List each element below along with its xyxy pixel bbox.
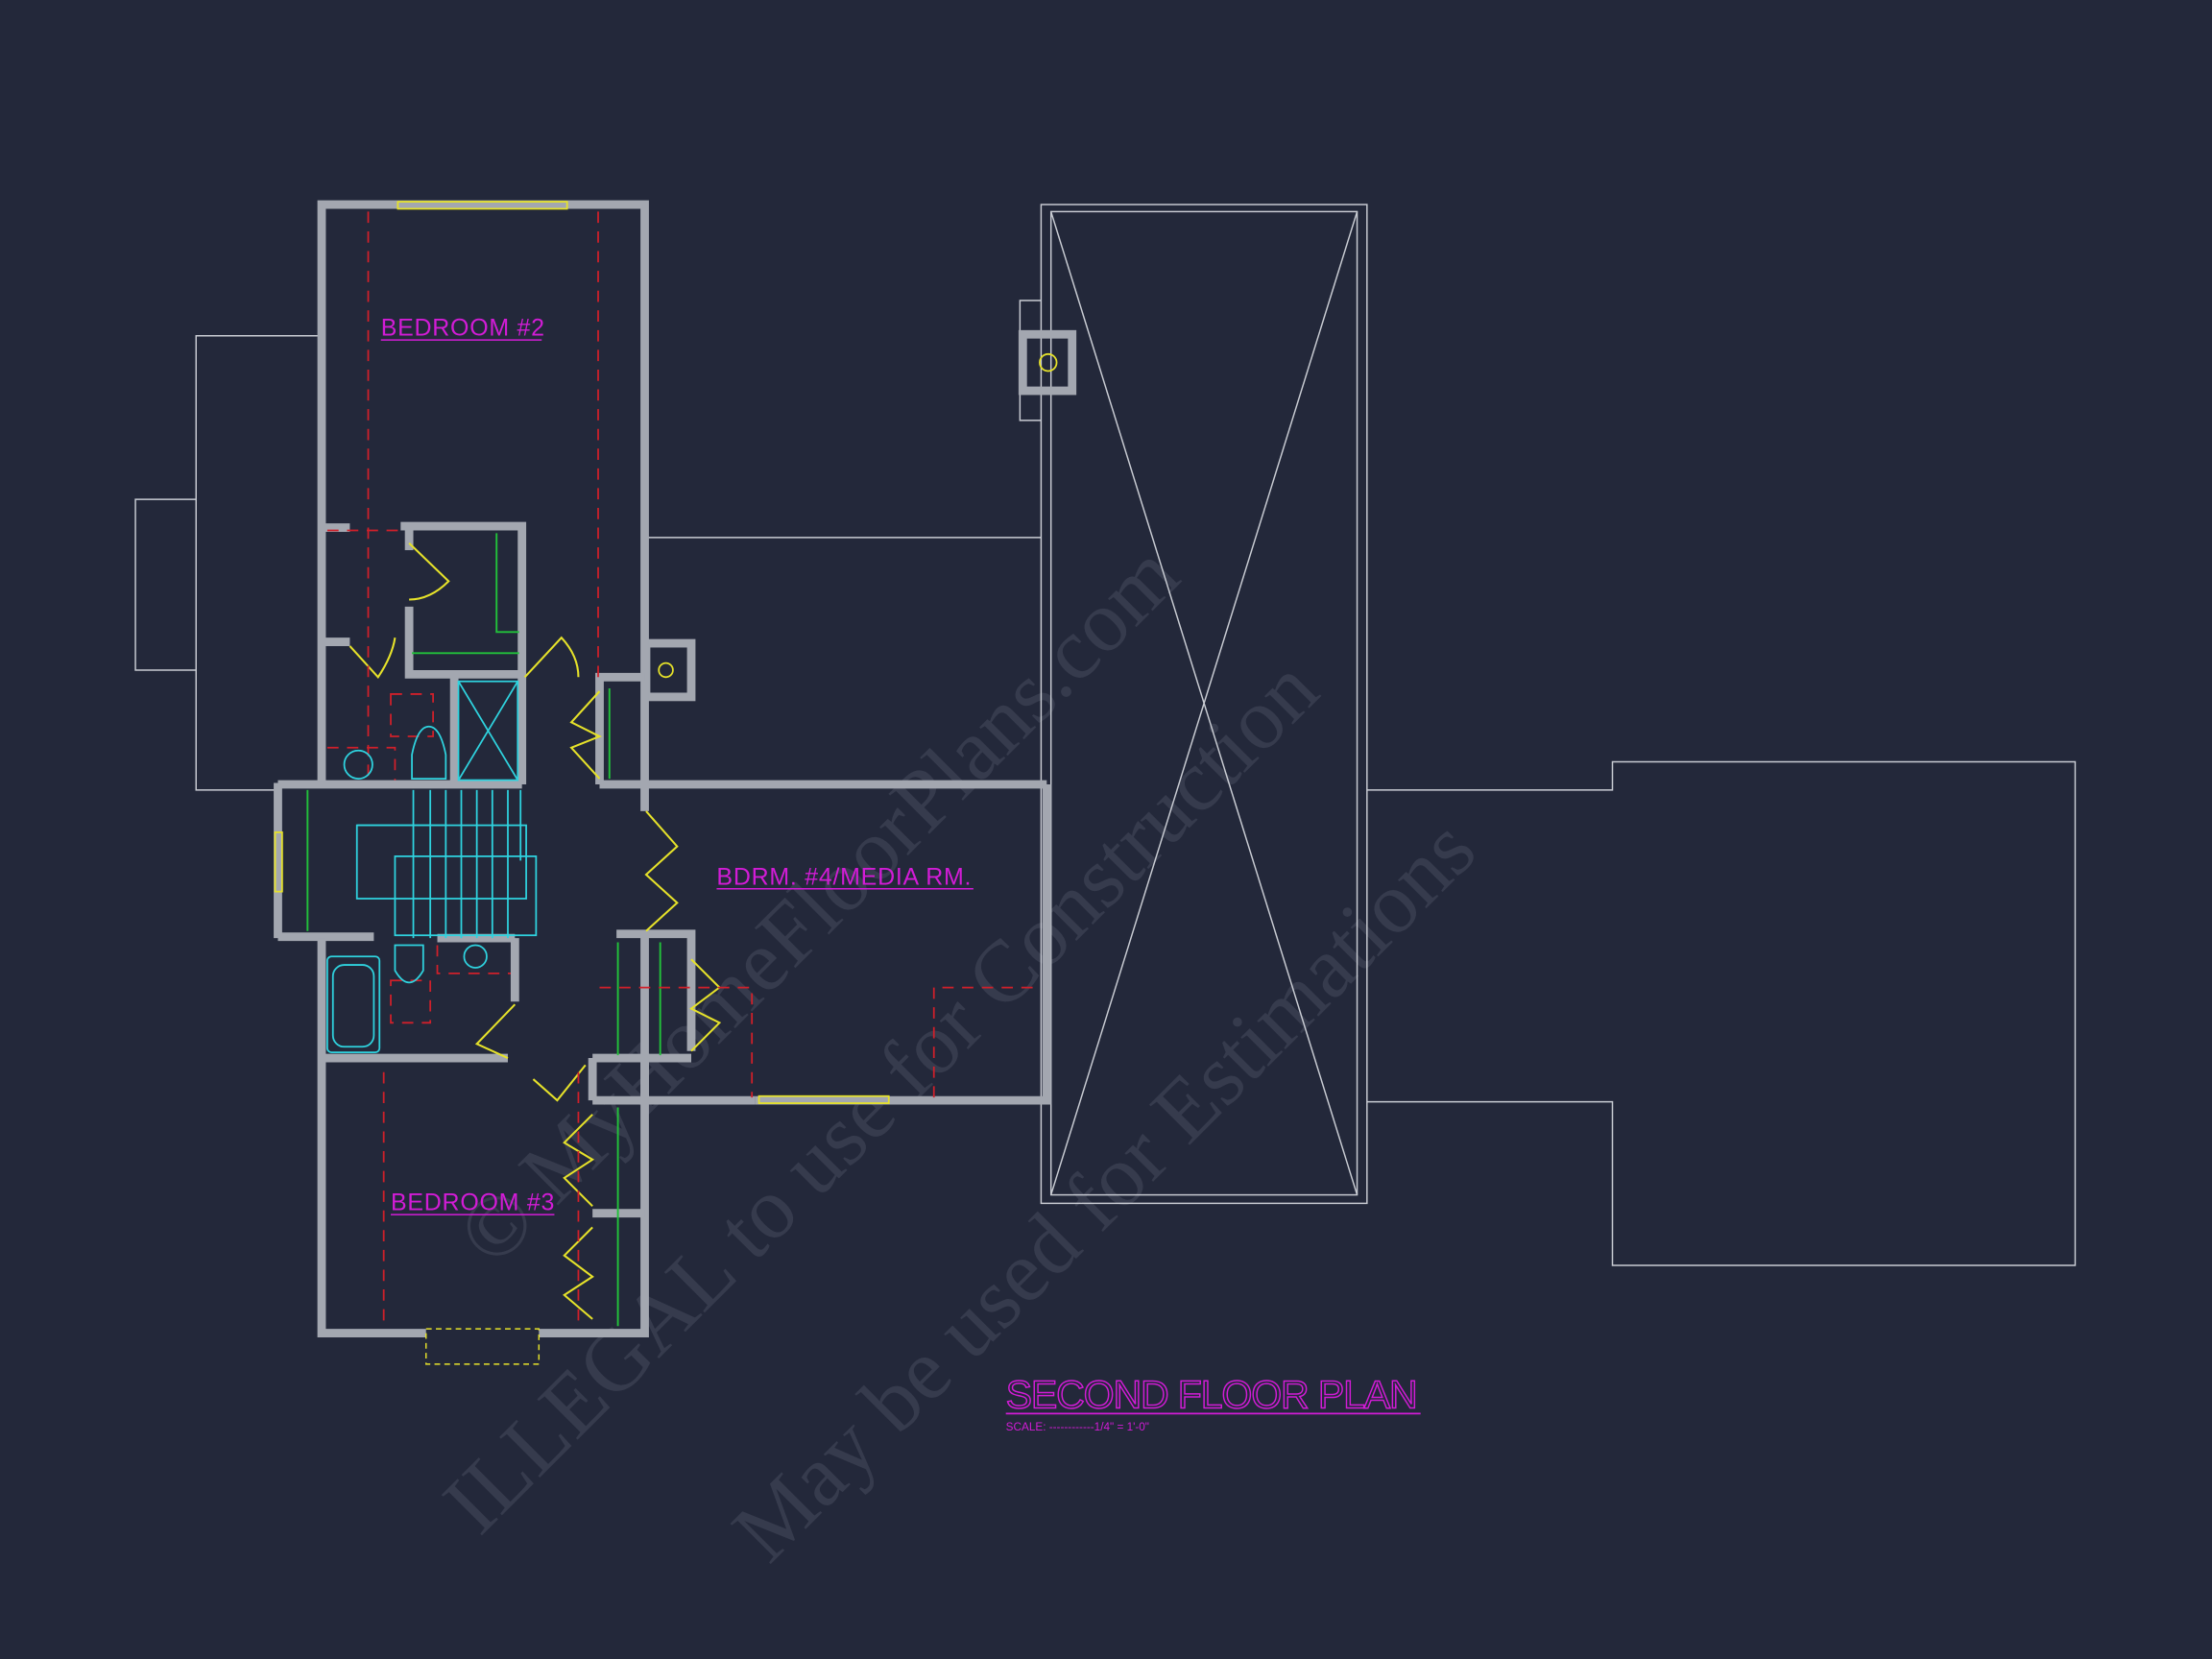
stairs [355, 789, 538, 939]
toilet-icon [411, 725, 447, 780]
room-labels: BEDROOM #2 BDRM. #4/MEDIA RM. BEDROOM #3 [381, 315, 974, 1216]
windows [274, 201, 890, 1365]
chimney-right [1018, 329, 1077, 396]
title-block: SECOND FLOOR PLAN SCALE: ------------1/4… [1005, 1372, 1421, 1433]
bath-fixtures [326, 680, 519, 1054]
roof-outlines [134, 204, 2077, 1266]
sink-icon [343, 749, 373, 780]
beam-lines [326, 211, 1042, 1327]
room-label-bedroom-3: BEDROOM #3 [391, 1190, 555, 1216]
bathtub-icon [326, 955, 381, 1054]
closet-shelves [306, 533, 661, 1327]
room-label-bedroom-2: BEDROOM #2 [381, 315, 545, 342]
drawing-title: SECOND FLOOR PLAN [1006, 1372, 1421, 1416]
toilet-icon-2 [394, 944, 424, 984]
garage-roof [1040, 204, 1368, 1205]
room-label-bedroom-4-media: BDRM. #4/MEDIA RM. [716, 863, 972, 890]
sink-icon-2 [463, 944, 488, 969]
walls [274, 200, 1051, 1337]
doors [349, 541, 722, 1320]
shower-icon [457, 680, 519, 781]
drawing-scale: SCALE: ------------1/4" = 1'-0" [1006, 1421, 1149, 1433]
